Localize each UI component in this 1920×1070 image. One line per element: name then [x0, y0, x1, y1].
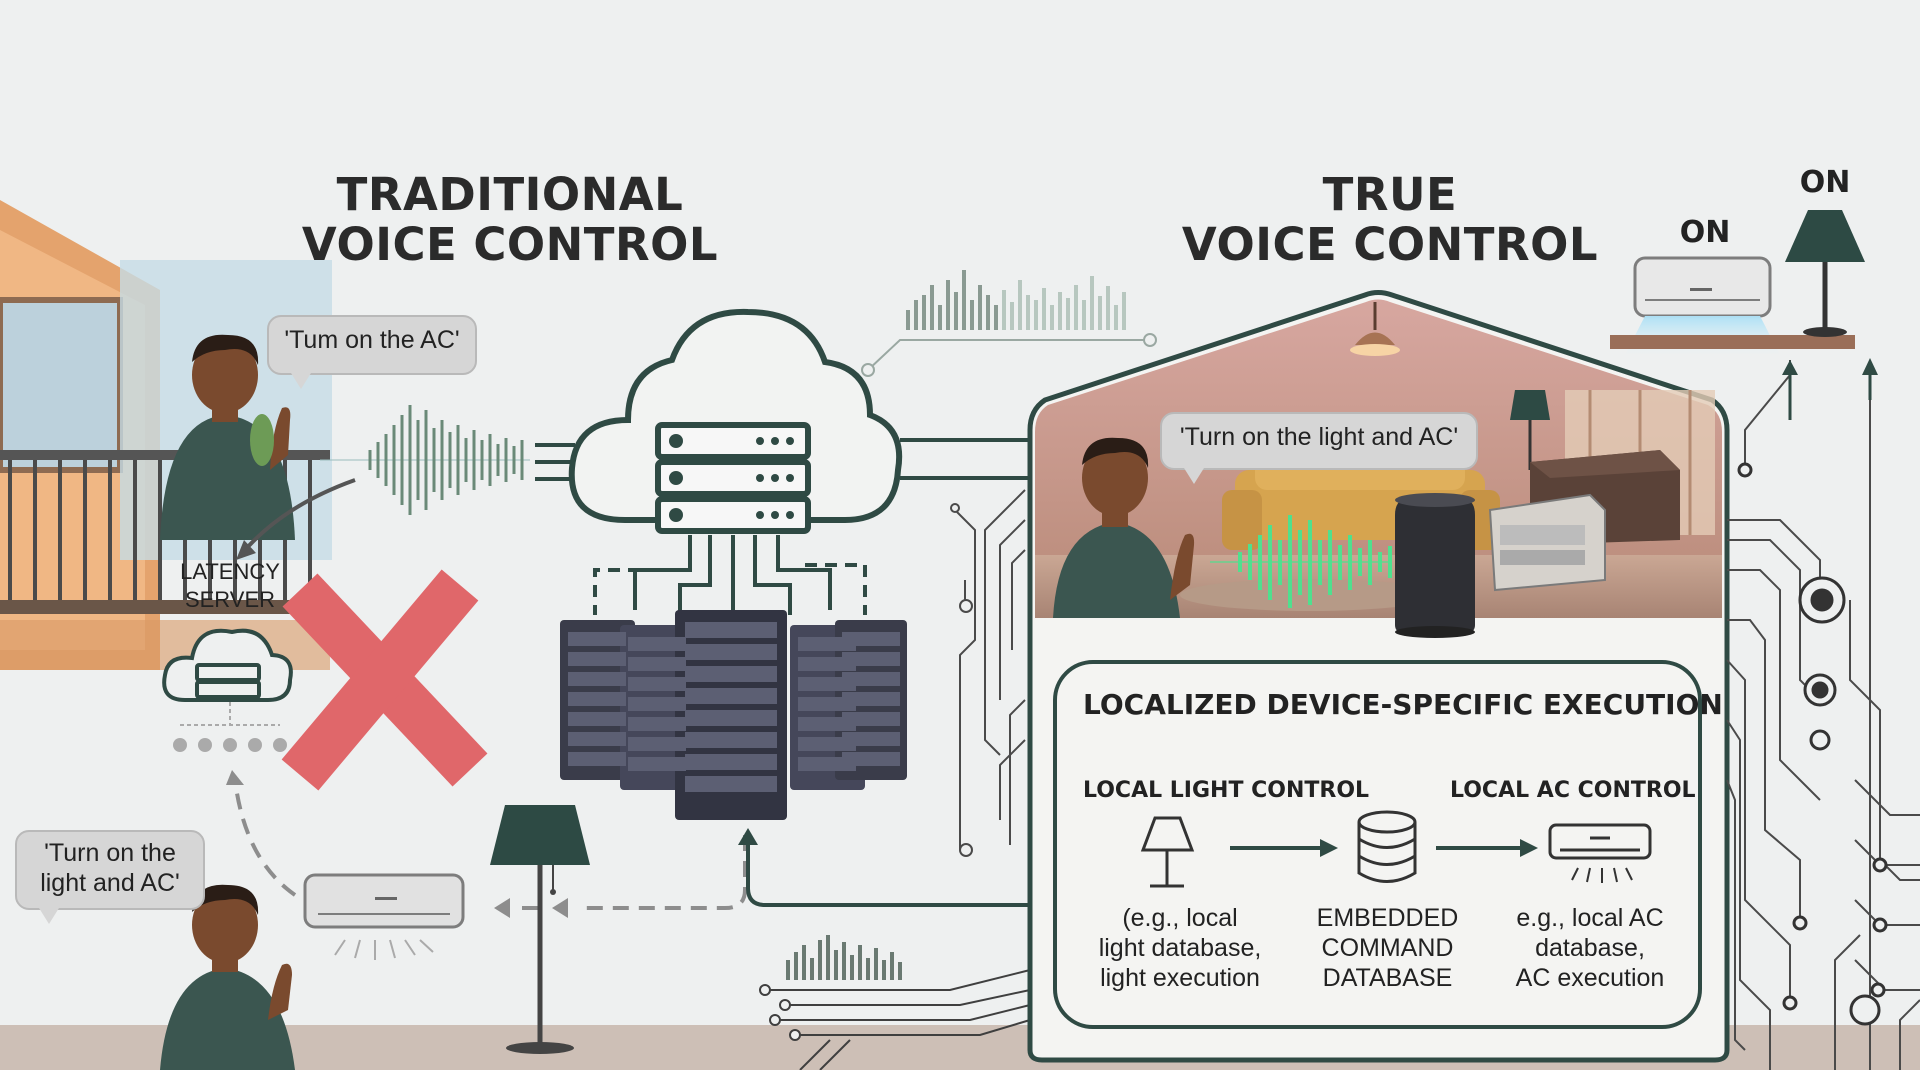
embedded-command-database-description: EMBEDDED COMMAND DATABASE [1295, 903, 1480, 993]
cloud-links-right [900, 438, 1030, 480]
person-house [1053, 437, 1195, 618]
arrow-light-to-db [1230, 839, 1338, 857]
speech-bubble-house: 'Turn on the light and AC' [1160, 412, 1478, 484]
local-light-control-description: (e.g., local light database, light execu… [1080, 903, 1280, 993]
speech-bubble-house-text: 'Turn on the light and AC' [1179, 423, 1459, 451]
embedded-command-database-line2: COMMAND [1321, 934, 1454, 962]
circuit-traces-left [950, 489, 1026, 857]
heading-traditional-line1: TRADITIONAL [336, 168, 684, 221]
ac-unit-traditional [303, 873, 465, 960]
local-light-control-line3: light execution [1100, 964, 1260, 992]
cloud-server-leds [669, 434, 794, 522]
circuit-traces-bottom [759, 969, 1031, 1070]
heading-true-line2: VOICE CONTROL [1181, 218, 1599, 271]
person-bottom-left [160, 884, 295, 1070]
circuit-nodes-right [1737, 462, 1888, 1026]
on-label-lamp: ON [1799, 165, 1851, 200]
floor-lamp-traditional [490, 805, 590, 1054]
sound-wave-traditional [320, 405, 530, 515]
return-arrow-head [738, 828, 758, 845]
latency-server-label-line1: LATENCY [180, 559, 280, 584]
cloud-server-icon [568, 308, 903, 534]
latency-server-label: LATENCY SERVER [160, 558, 300, 614]
server-rack-slots [568, 622, 900, 792]
dashed-flow-arrow-head-3 [226, 770, 244, 785]
local-ac-control-line1: e.g., local AC [1516, 904, 1664, 932]
local-light-control-line2: light database, [1098, 934, 1262, 962]
speech-bubble-top-left: 'Tum on the AC' [267, 315, 477, 389]
cloud-links-left [535, 443, 575, 481]
table-lamp-icon [1140, 816, 1195, 888]
circuit-arrows-up [1782, 358, 1878, 420]
panel-title: LOCALIZED DEVICE-SPECIFIC EXECUTION [1083, 688, 1723, 721]
heading-true-line1: TRUE [1322, 168, 1458, 221]
on-label-ac: ON [1679, 215, 1731, 250]
dashed-flow-bottom [233, 779, 747, 910]
dashed-flow-arrow-head-2 [494, 898, 510, 918]
circuit-traces-right [1726, 360, 1920, 1070]
sound-wave-top [906, 270, 1126, 330]
latency-server-label-line2: SERVER [184, 587, 276, 612]
wall-shelf [1610, 335, 1855, 349]
sound-wave-true [1210, 515, 1427, 608]
sound-wave-bottom [786, 935, 902, 980]
latency-cloud-icon [162, 628, 293, 702]
dashed-flow-arrow-head-1 [552, 898, 568, 918]
local-ac-control-heading: LOCAL AC CONTROL [1450, 778, 1696, 803]
sound-wave-top-line [861, 333, 1157, 377]
smart-speaker-icon [1395, 493, 1475, 638]
speech-bubble-bottom-left: 'Turn on the light and AC' [15, 830, 205, 924]
local-light-control-line1: (e.g., local [1122, 904, 1238, 932]
speech-bubble-top-left-text: 'Tum on the AC' [284, 326, 460, 354]
speech-bubble-bottom-left-line1: 'Turn on the [44, 839, 176, 867]
heading-true: TRUE VOICE CONTROL [1180, 170, 1600, 270]
embedded-command-database-line3: DATABASE [1322, 964, 1453, 992]
table-lamp-on [1785, 210, 1865, 337]
speech-bubble-bottom-left-line2: light and AC' [40, 869, 180, 897]
fail-cross-icon [281, 569, 488, 791]
local-light-control-heading: LOCAL LIGHT CONTROL [1083, 778, 1370, 803]
person-balcony [160, 334, 295, 540]
local-ac-control-line3: AC execution [1515, 964, 1665, 992]
arrow-db-to-ac [1436, 839, 1538, 857]
return-arrow [746, 842, 1030, 907]
local-execution-panel [1053, 660, 1702, 1029]
embedded-command-database-line1: EMBEDDED [1316, 904, 1459, 932]
arrow-to-latency [243, 478, 356, 552]
ac-panel-icon [1548, 823, 1652, 883]
heading-traditional: TRADITIONAL VOICE CONTROL [300, 170, 720, 270]
database-icon [1357, 810, 1417, 883]
arrow-to-latency-head [236, 540, 256, 560]
heading-traditional-line2: VOICE CONTROL [301, 218, 719, 271]
local-ac-control-line2: database, [1535, 934, 1645, 962]
local-ac-control-description: e.g., local AC database, AC execution [1495, 903, 1685, 993]
cloud-rack-connectors [593, 535, 867, 615]
latency-node-dots [173, 702, 287, 752]
